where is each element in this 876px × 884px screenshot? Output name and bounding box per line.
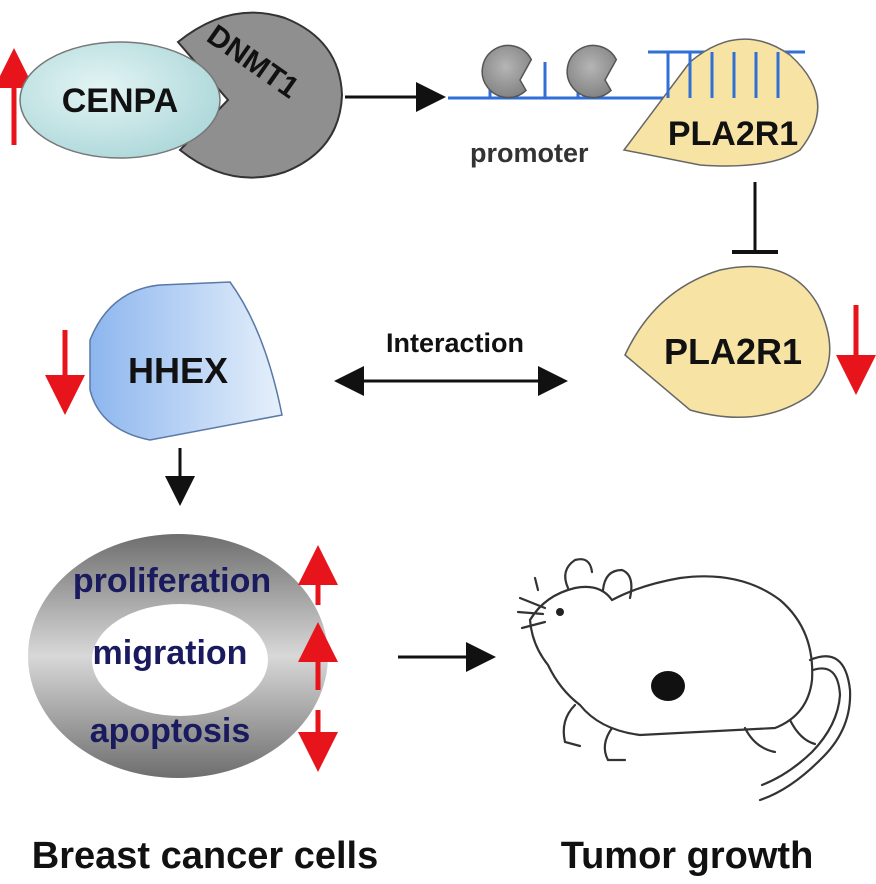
- hhex-shape: [89, 281, 283, 441]
- apoptosis-label: apoptosis: [90, 712, 251, 750]
- dnmt1-shape: [176, 11, 344, 179]
- cell-ring: [28, 534, 328, 778]
- hhex-label: HHEX: [128, 350, 228, 391]
- pla2r1-top-label: PLA2R1: [668, 115, 798, 153]
- mouse-illustration: [516, 558, 852, 802]
- tumor-spot: [651, 671, 685, 701]
- pla2r1-mid-shape: [624, 265, 831, 418]
- pla2r1-top-shape: [622, 38, 819, 167]
- promoter-label: promoter: [470, 138, 589, 168]
- pla2r1-mid-label: PLA2R1: [664, 331, 802, 372]
- cenpa-label: CENPA: [62, 82, 179, 120]
- dna-rungs: [666, 52, 780, 98]
- breast-cancer-cells-caption: Breast cancer cells: [32, 835, 378, 877]
- mouse-eye: [556, 608, 564, 616]
- interaction-label: Interaction: [386, 328, 524, 358]
- dnmt1-methylation-mark-1: [481, 44, 533, 99]
- dnmt1-methylation-mark-2: [566, 44, 618, 99]
- migration-label: migration: [93, 634, 248, 672]
- cenpa-ellipse: [19, 41, 221, 159]
- proliferation-label: proliferation: [73, 562, 271, 600]
- tumor-growth-caption: Tumor growth: [561, 835, 814, 877]
